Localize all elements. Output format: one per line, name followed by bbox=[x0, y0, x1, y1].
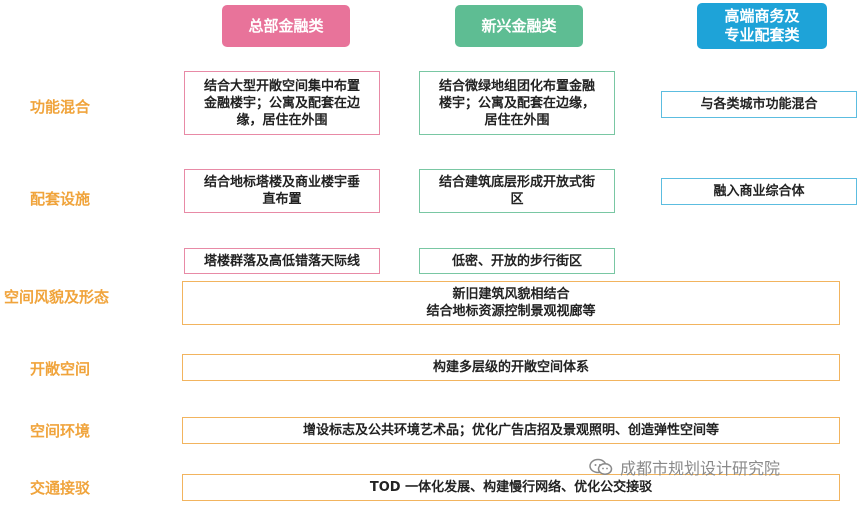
watermark: 成都市规划设计研究院 bbox=[588, 456, 780, 478]
cell-function-mix-business: 与各类城市功能混合 bbox=[661, 91, 857, 118]
cell-open-space: 构建多层级的开敞空间体系 bbox=[182, 354, 840, 381]
header-emerging-finance: 新兴金融类 bbox=[455, 5, 583, 47]
header-hq-finance-label: 总部金融类 bbox=[248, 16, 324, 35]
cell-line: 居住在外围 bbox=[484, 112, 550, 128]
cell-line: 新旧建筑风貌相结合 bbox=[452, 287, 570, 302]
cell-line: 增设标志及公共环境艺术品；优化广告店招及景观照明、创造弹性空间等 bbox=[302, 423, 719, 438]
cell-line: TOD 一体化发展、构建慢行网络、优化公交接驳 bbox=[369, 480, 653, 495]
cell-space-style-hq: 塔楼群落及高低错落天际线 bbox=[184, 248, 380, 274]
cell-line: 结合微绿地组团化布置金融 bbox=[438, 78, 595, 94]
cell-line: 结合大型开敞空间集中布置 bbox=[203, 78, 360, 94]
cell-facilities-business: 融入商业综合体 bbox=[661, 178, 857, 205]
row-label-function-mix: 功能混合 bbox=[30, 97, 91, 116]
cell-line: 区 bbox=[510, 192, 524, 207]
header-hq-finance: 总部金融类 bbox=[222, 5, 350, 47]
header-business-line1: 高端商务及 bbox=[724, 7, 800, 25]
cell-line: 结合地标资源控制景观视廊等 bbox=[426, 304, 596, 319]
row-label-open-space: 开敞空间 bbox=[30, 359, 91, 378]
header-emerging-finance-label: 新兴金融类 bbox=[481, 16, 557, 35]
cell-line: 缘，居住在外围 bbox=[236, 112, 328, 128]
row-label-transport: 交通接驳 bbox=[30, 478, 91, 497]
cell-line: 构建多层级的开敞空间体系 bbox=[432, 360, 589, 375]
cell-line: 融入商业综合体 bbox=[713, 184, 805, 199]
cell-line: 直布置 bbox=[262, 192, 302, 207]
watermark-text: 成都市规划设计研究院 bbox=[620, 459, 781, 478]
cell-transport: TOD 一体化发展、构建慢行网络、优化公交接驳 bbox=[182, 474, 840, 501]
cell-line: 结合建筑底层形成开放式街 bbox=[438, 175, 595, 190]
cell-environment: 增设标志及公共环境艺术品；优化广告店招及景观照明、创造弹性空间等 bbox=[182, 417, 840, 444]
cell-line: 塔楼群落及高低错落天际线 bbox=[203, 253, 360, 269]
cell-function-mix-emerging: 结合微绿地组团化布置金融 楼宇；公寓及配套在边缘， 居住在外围 bbox=[419, 71, 615, 135]
cell-line: 结合地标塔楼及商业楼宇垂 bbox=[203, 175, 360, 190]
cell-function-mix-hq: 结合大型开敞空间集中布置 金融楼宇；公寓及配套在边 缘，居住在外围 bbox=[184, 71, 380, 135]
cell-facilities-emerging: 结合建筑底层形成开放式街 区 bbox=[419, 169, 615, 213]
cell-line: 低密、开放的步行街区 bbox=[451, 253, 582, 269]
cell-line: 金融楼宇；公寓及配套在边 bbox=[203, 95, 360, 111]
header-business-services: 高端商务及 专业配套类 bbox=[697, 3, 827, 49]
header-business-line2: 专业配套类 bbox=[724, 26, 800, 44]
row-label-facilities: 配套设施 bbox=[30, 189, 91, 208]
cell-space-style-emerging: 低密、开放的步行街区 bbox=[419, 248, 615, 274]
row-label-space-style: 空间风貌及形态 bbox=[4, 287, 110, 306]
cell-line: 与各类城市功能混合 bbox=[700, 97, 818, 112]
cell-line: 楼宇；公寓及配套在边缘， bbox=[438, 95, 595, 111]
cell-facilities-hq: 结合地标塔楼及商业楼宇垂 直布置 bbox=[184, 169, 380, 213]
row-label-environment: 空间环境 bbox=[30, 421, 91, 440]
wechat-icon bbox=[589, 458, 613, 475]
cell-space-style-shared: 新旧建筑风貌相结合 结合地标资源控制景观视廊等 bbox=[182, 281, 840, 325]
